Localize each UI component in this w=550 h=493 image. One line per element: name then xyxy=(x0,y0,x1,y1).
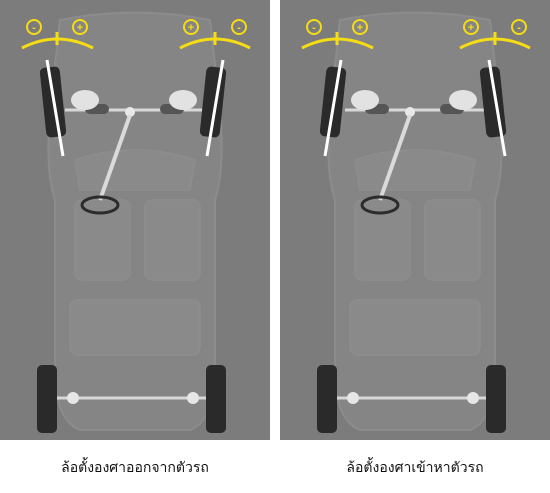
minus-circle-icon: - xyxy=(231,19,247,35)
front-right-alignment-line xyxy=(205,59,225,157)
rear-axle xyxy=(37,365,226,433)
toe-in-diagram: - + + - xyxy=(301,11,531,433)
front-right-wheel xyxy=(479,59,507,157)
steering-wheel xyxy=(360,195,400,215)
rear-axle xyxy=(317,365,506,433)
steering-column xyxy=(98,114,132,201)
steering-assembly xyxy=(345,90,485,215)
rear-right-wheel xyxy=(206,365,226,433)
front-left-alignment-line xyxy=(323,59,343,157)
toe-in-caption: ล้อตั้งองศาเข้าหาตัวรถ xyxy=(346,460,484,476)
toe-out-diagram: - + + - xyxy=(21,11,251,433)
svg-text:-: - xyxy=(312,22,316,34)
toe-out-caption: ล้อตั้งองศาออกจากตัวรถ xyxy=(61,460,209,476)
front-left-alignment-line xyxy=(45,59,65,157)
steering-column xyxy=(378,114,412,201)
steering-wheel xyxy=(80,195,120,215)
left-knuckle xyxy=(351,90,379,110)
steering-assembly xyxy=(65,90,205,215)
front-right-wheel xyxy=(199,59,227,157)
car-body xyxy=(47,11,223,431)
right-knuckle xyxy=(449,90,477,110)
left-toe-gauge xyxy=(301,32,374,50)
svg-text:-: - xyxy=(237,22,241,34)
rear-right-wheel xyxy=(486,365,506,433)
minus-circle-icon: - xyxy=(26,19,42,35)
front-left-wheel xyxy=(319,59,347,157)
rear-left-wheel xyxy=(37,365,57,433)
front-left-wheel xyxy=(39,59,67,157)
plus-circle-icon: + xyxy=(463,19,479,35)
toe-out-panel: - + + - xyxy=(0,0,270,440)
right-knuckle xyxy=(169,90,197,110)
front-right-alignment-line xyxy=(487,59,507,157)
rear-left-wheel xyxy=(317,365,337,433)
plus-circle-icon: + xyxy=(183,19,199,35)
svg-text:+: + xyxy=(468,22,474,34)
plus-circle-icon: + xyxy=(352,19,368,35)
right-toe-gauge xyxy=(459,32,531,50)
minus-circle-icon: - xyxy=(306,19,322,35)
right-toe-gauge xyxy=(179,32,251,50)
left-toe-gauge xyxy=(21,32,94,50)
svg-text:-: - xyxy=(32,22,36,34)
left-knuckle xyxy=(71,90,99,110)
svg-text:+: + xyxy=(77,22,83,34)
svg-text:-: - xyxy=(517,22,521,34)
toe-in-panel: - + + - xyxy=(280,0,550,440)
plus-circle-icon: + xyxy=(72,19,88,35)
svg-text:+: + xyxy=(357,22,363,34)
svg-text:+: + xyxy=(188,22,194,34)
car-body xyxy=(327,11,503,431)
minus-circle-icon: - xyxy=(511,19,527,35)
